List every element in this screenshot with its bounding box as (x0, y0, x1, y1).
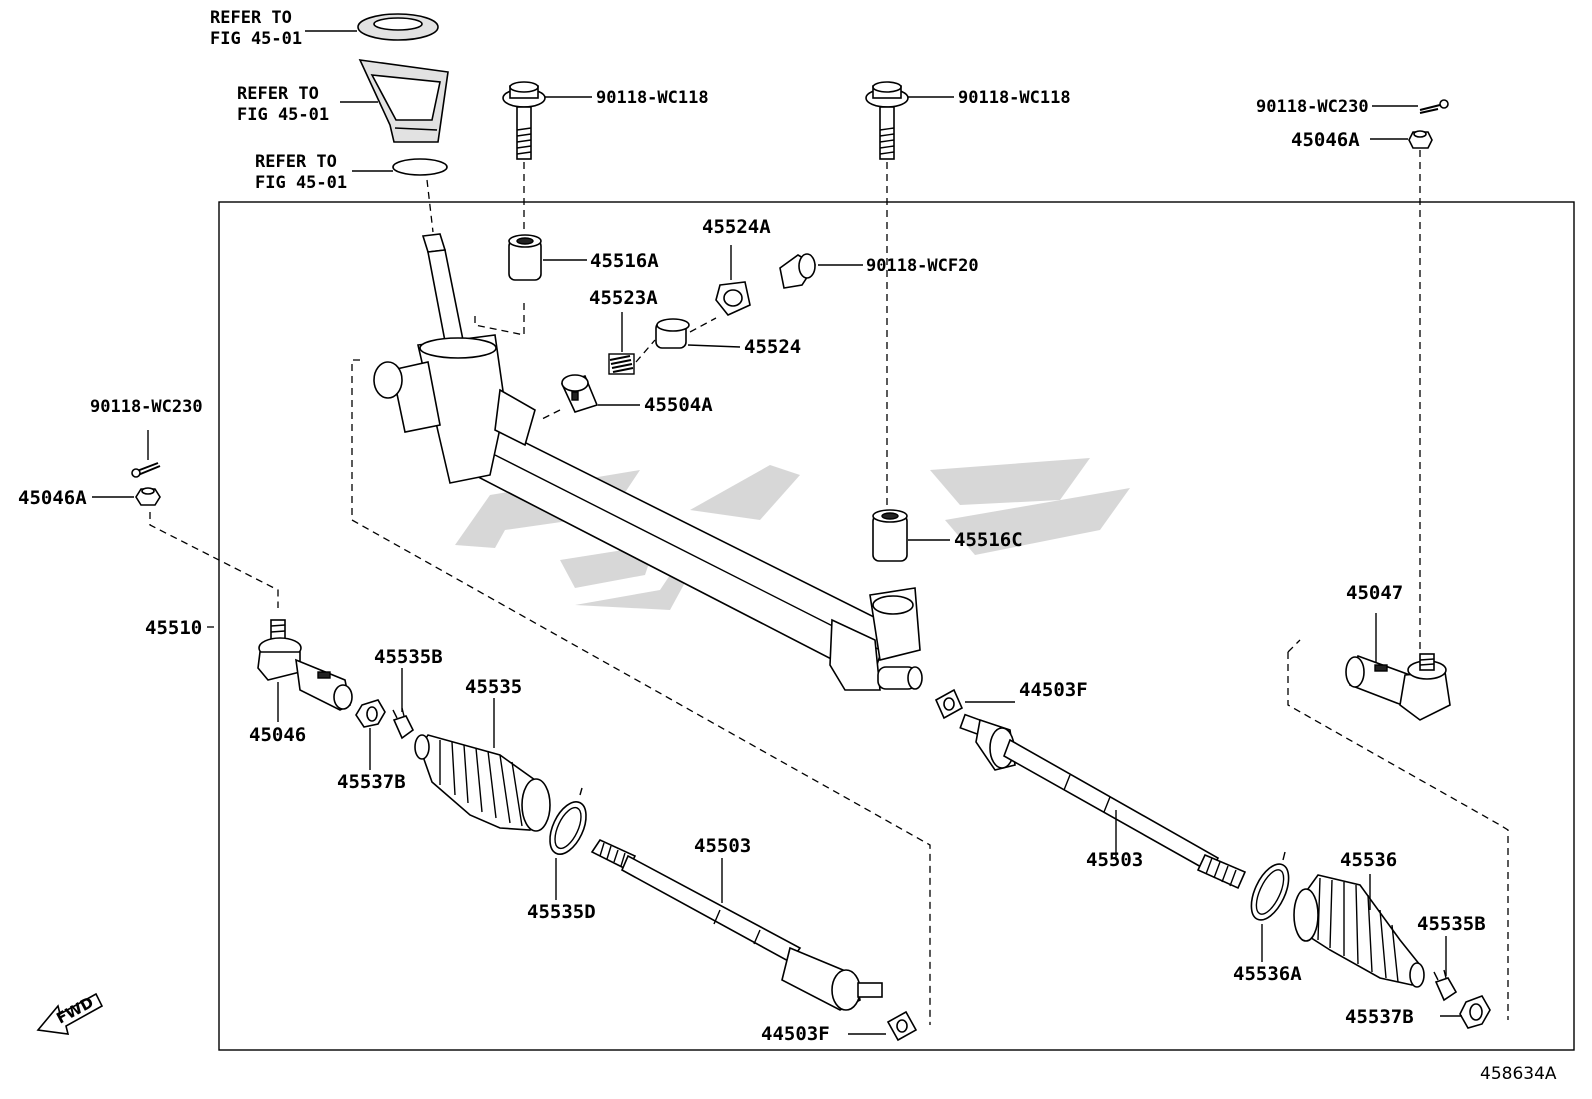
castle-nut-left (92, 487, 279, 608)
inner-rod-left (590, 838, 883, 1011)
label-refer-low: REFER TO (255, 152, 337, 172)
rack-dash-bracket (351, 359, 931, 1025)
bushing-45516a (508, 234, 587, 281)
label-assembly: 45510 (145, 617, 202, 639)
clamp-left (549, 787, 587, 900)
label-bush-top: 45516A (590, 250, 659, 272)
label-nut-right: 45046A (1291, 129, 1360, 151)
label-washer-right: 44503F (1019, 679, 1088, 701)
label-bush-right: 45516C (954, 529, 1023, 551)
label-lock-nut-right: 45537B (1345, 1006, 1414, 1028)
label-boot-left: 45535 (465, 676, 522, 698)
label-spring: 45523A (589, 287, 658, 309)
label-pin-left: 90118-WC230 (90, 397, 203, 417)
guide-plate-45524a (715, 245, 751, 316)
label-refer-top: REFER TO (210, 8, 292, 28)
label-refer-mid: REFER TO (237, 84, 319, 104)
tie-rod-end-left (257, 619, 353, 722)
oil-seal-top (305, 13, 439, 41)
label-refer-mid-fig: FIG 45-01 (237, 105, 329, 125)
castle-nut-right (1370, 130, 1433, 650)
label-washer-left: 44503F (761, 1023, 830, 1045)
clip-left (392, 668, 415, 740)
label-clamp-left: 45535D (527, 901, 596, 923)
fwd-label: FWD (53, 993, 96, 1027)
cap-45524 (655, 317, 741, 349)
label-inner-rod-left: 45503 (694, 835, 751, 857)
inner-rod-right (959, 713, 1247, 890)
label-guide-plate: 45524A (702, 216, 771, 238)
boot-left (414, 698, 551, 832)
label-lock-nut-left: 45537B (337, 771, 406, 793)
cotter-pin-left (131, 430, 161, 478)
label-clip-right: 45535B (374, 646, 443, 668)
clamp-right (1250, 851, 1290, 962)
label-inner-rod-right: 45503 (1086, 849, 1143, 871)
label-cap: 45524 (744, 336, 801, 358)
boot-right (1293, 874, 1425, 988)
rack-housing (373, 334, 923, 691)
fwd-arrow-icon: FWD (36, 992, 104, 1035)
lock-nut-left (355, 699, 386, 770)
boot-housing-top (340, 59, 449, 143)
bushing-45516c (872, 509, 950, 562)
label-plug: 90118-WCF20 (866, 256, 979, 276)
lock-nut-right (1440, 995, 1491, 1029)
o-ring-top (352, 158, 448, 176)
label-clip-right-lower: 45535B (1417, 913, 1486, 935)
rack-guide-45504a (539, 374, 640, 421)
label-bolt-right: 90118-WC118 (958, 88, 1071, 108)
tie-rod-end-right (1287, 613, 1509, 1020)
label-refer-top-fig: FIG 45-01 (210, 29, 302, 49)
label-clamp-right: 45536A (1233, 963, 1302, 985)
label-nut-left: 45046A (18, 487, 87, 509)
label-refer-low-fig: FIG 45-01 (255, 173, 347, 193)
label-pin-right: 90118-WC230 (1256, 97, 1369, 117)
cotter-pin-right (1372, 99, 1449, 114)
bolt-left-top (502, 81, 592, 232)
spring-45523a (608, 312, 656, 375)
pinion-dash (474, 300, 525, 336)
pinion-shaft (421, 179, 467, 358)
label-rack-guide: 45504A (644, 394, 713, 416)
label-tie-end-right: 45047 (1346, 582, 1403, 604)
main-frame (218, 201, 1575, 1051)
label-tie-end-left: 45046 (249, 724, 306, 746)
label-bolt-left: 90118-WC118 (596, 88, 709, 108)
bolt-right-top (865, 81, 954, 505)
washer-right (934, 688, 1015, 720)
label-boot-right: 45536 (1340, 849, 1397, 871)
washer-left (848, 1010, 918, 1042)
plug-90118-wcf20 (779, 253, 863, 289)
figure-id: 458634A (1480, 1064, 1557, 1084)
clip-right-lower (1433, 936, 1458, 1002)
